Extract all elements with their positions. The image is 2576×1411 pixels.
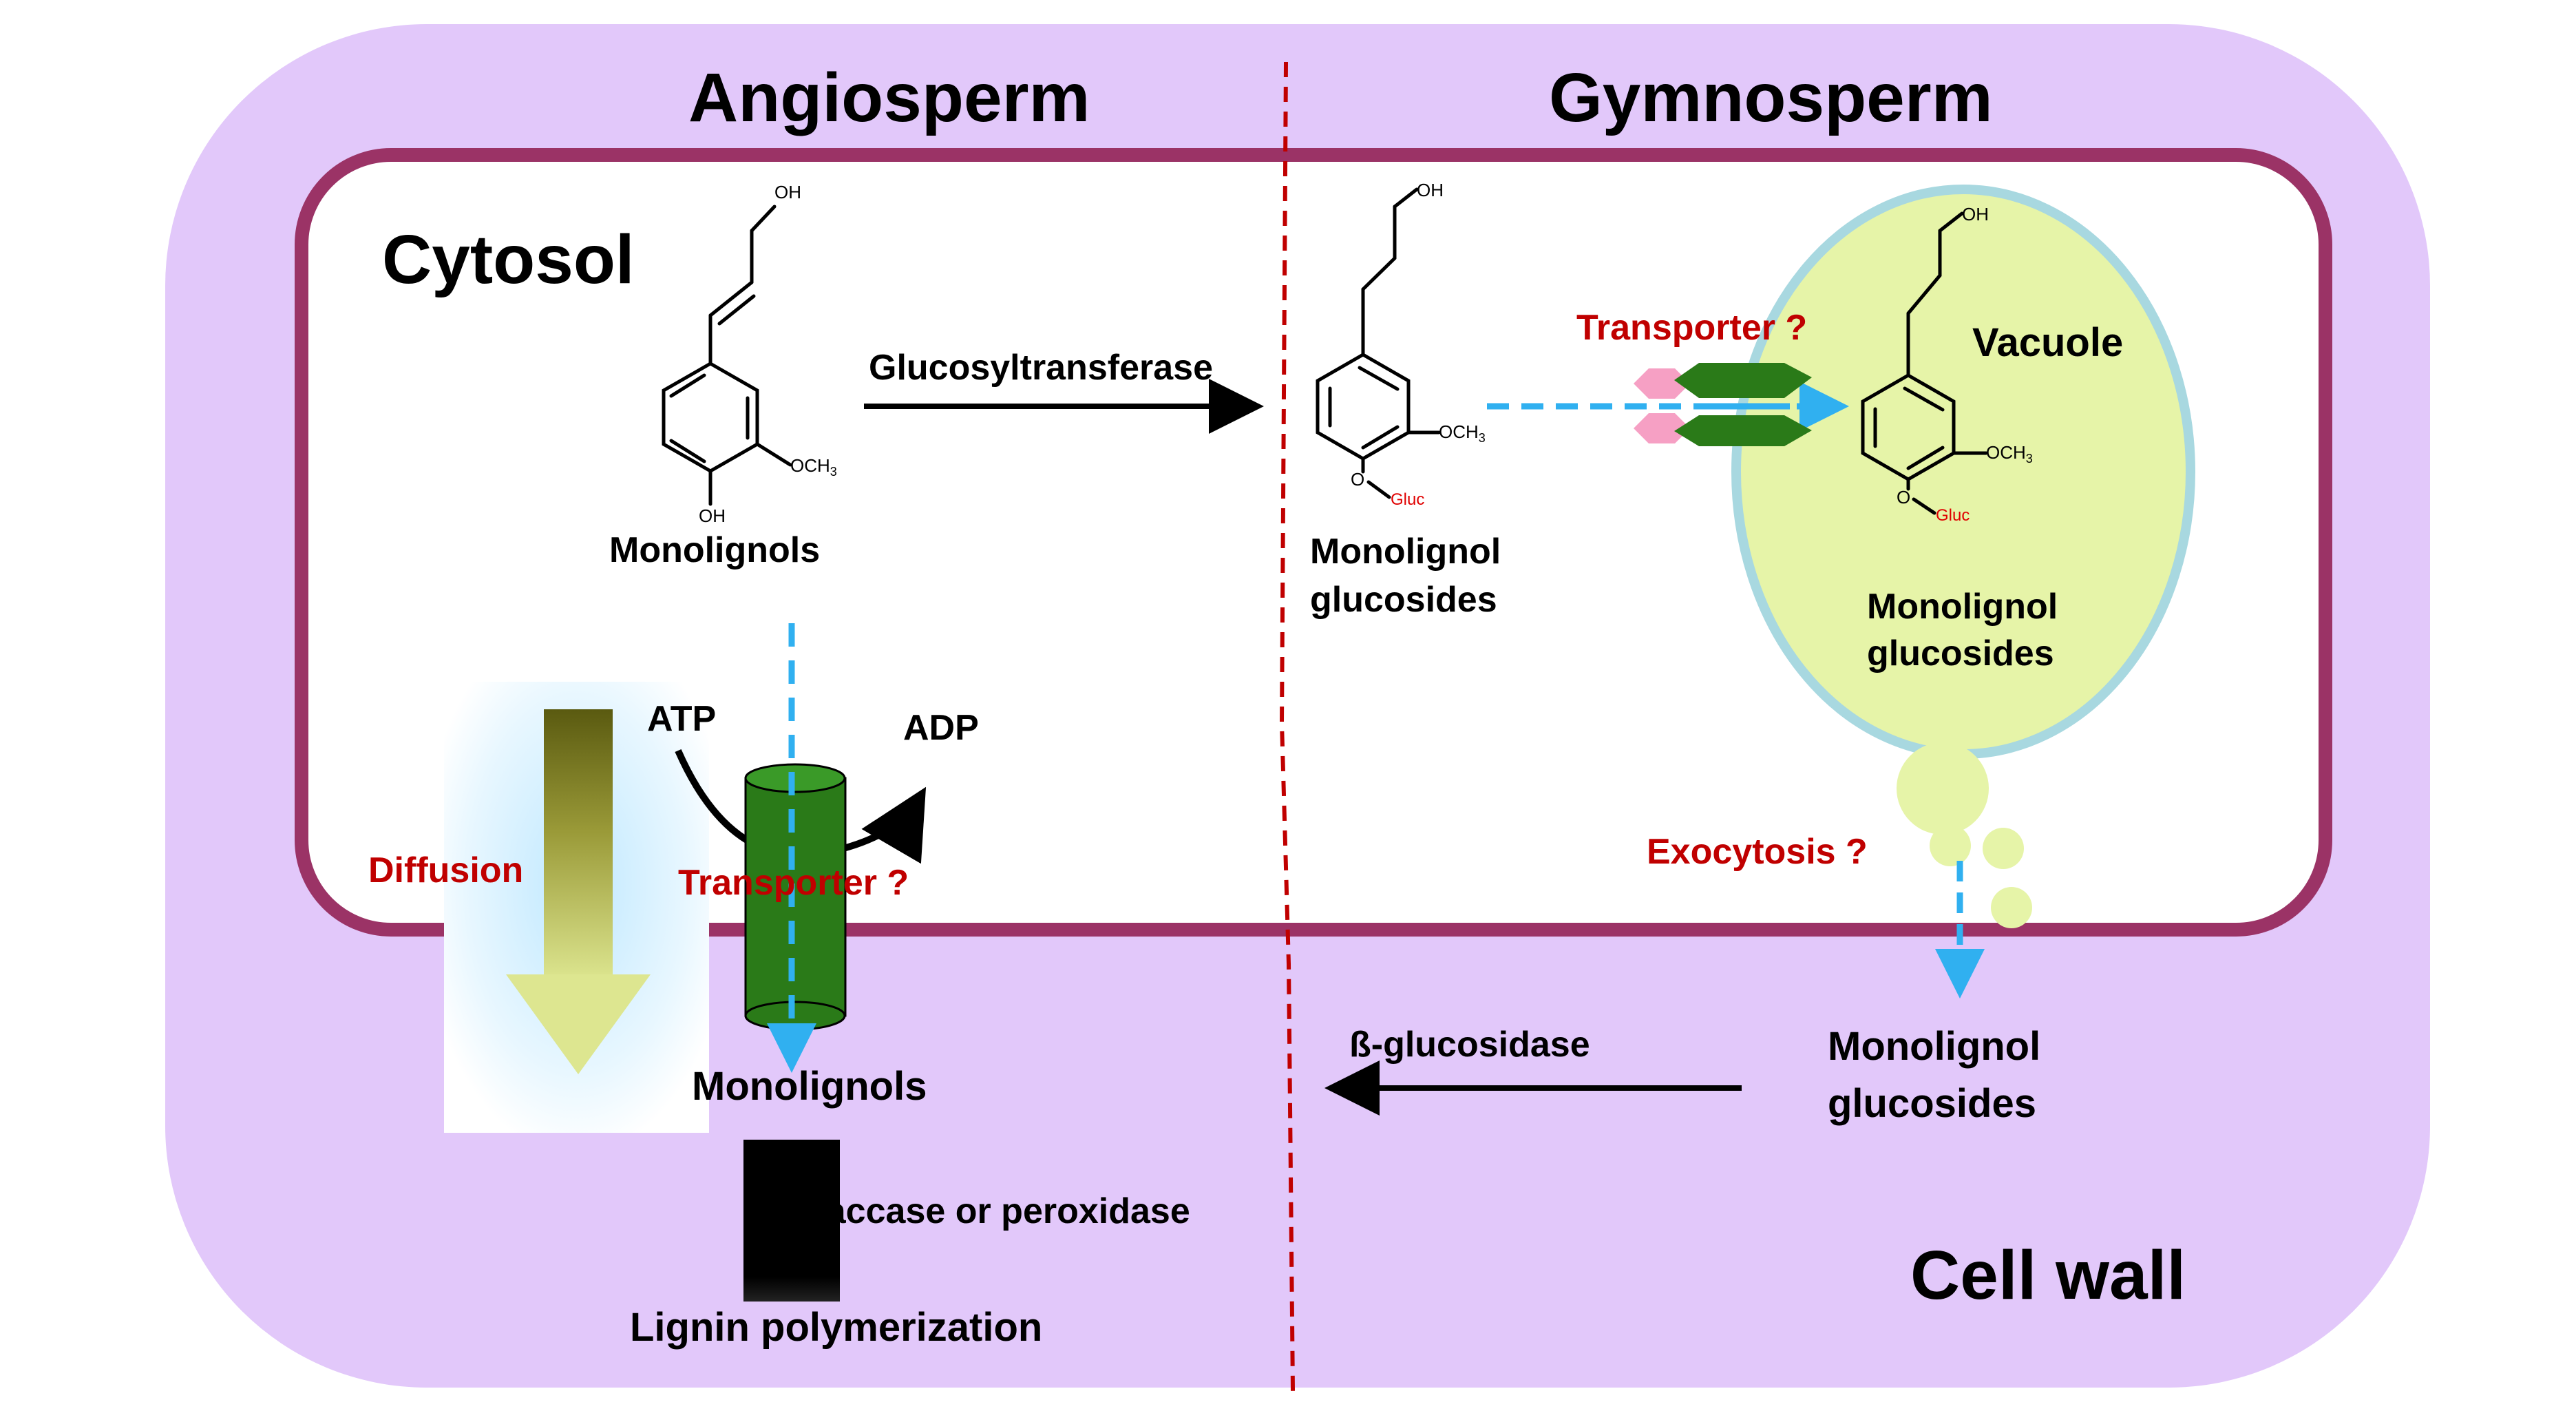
exocytosis-label: Exocytosis ?: [1647, 832, 1868, 872]
cytosol-label: Cytosol: [382, 221, 635, 298]
chem-o-vacuole: O: [1897, 487, 1911, 508]
vacuole-label: Vacuole: [1972, 320, 2124, 365]
atp-label: ATP: [647, 699, 717, 739]
chem-o-glucoside: O: [1351, 469, 1365, 490]
chem-och3-glucoside: OCH3: [1439, 421, 1486, 446]
glucosides-wall-line1: Monolignol: [1828, 1024, 2041, 1069]
vacuole-transporter-protein: [1674, 415, 1812, 446]
abc-transporter-top: [744, 763, 846, 793]
chem-oh-glucoside: OH: [1417, 180, 1444, 200]
glucosidase-label: ß-glucosidase: [1349, 1025, 1590, 1065]
gymnosperm-title: Gymnosperm: [1549, 59, 1993, 136]
chem-oh-vacuole: OH: [1962, 204, 1989, 224]
diffusion-arrow-head: [506, 974, 651, 1074]
vacuole-transporter-label: Transporter ?: [1576, 308, 1808, 348]
lignin-polymerization-label: Lignin polymerization: [630, 1305, 1043, 1350]
chem-gluc-glucoside: Gluc: [1391, 490, 1425, 509]
glucosides-wall-line2: glucosides: [1828, 1081, 2036, 1126]
chem-oh-bottom: OH: [699, 505, 726, 526]
vesicle: [1991, 887, 2032, 928]
chem-gluc-vacuole: Gluc: [1936, 506, 1970, 525]
chem-oh-top: OH: [774, 182, 801, 202]
glucosides-cytosol-line1: Monolignol: [1310, 532, 1501, 572]
chem-och3-vacuole: OCH3: [1986, 442, 2033, 466]
laccase-peroxidase-label: Laccase or peroxidase: [804, 1191, 1190, 1231]
glucosides-vacuole-line1: Monolignol: [1867, 587, 2058, 627]
vesicle: [1930, 825, 1971, 866]
vesicle-large: [1897, 742, 1989, 835]
angiosperm-title: Angiosperm: [688, 59, 1090, 136]
glucoside-structure-cytosol: [1316, 187, 1441, 499]
diffusion-overlay-panel: [444, 926, 709, 1133]
vacuole-transporter-pink: [1634, 413, 1690, 443]
monolignols-wall-label: Monolignols: [692, 1064, 927, 1109]
monolignols-cytosol-label: Monolignols: [609, 530, 821, 570]
diffusion-arrow-shaft: [544, 709, 613, 981]
glucoside-structure-vacuole: [1861, 211, 1988, 515]
abc-transporter-bottom: [744, 1001, 846, 1031]
vacuole-transporter-pink: [1634, 368, 1690, 399]
diffusion-label: Diffusion: [368, 850, 524, 890]
glucosides-cytosol-line2: glucosides: [1310, 580, 1497, 620]
chem-och3: OCH3: [790, 455, 837, 479]
monolignol-structure: [662, 205, 792, 506]
vacuole-transporter-protein: [1674, 363, 1812, 398]
polymerization-arrow: [743, 1140, 840, 1302]
cell-wall-label: Cell wall: [1910, 1237, 2186, 1314]
vesicle: [1983, 828, 2024, 869]
abc-transporter-body: [744, 777, 847, 1017]
abc-transporter-label: Transporter ?: [678, 863, 909, 903]
adp-label: ADP: [903, 708, 979, 748]
glucosides-vacuole-line2: glucosides: [1867, 634, 2054, 673]
glucosyltransferase-label: Glucosyltransferase: [869, 348, 1214, 388]
divider-dashed-line: [1279, 61, 1295, 1392]
